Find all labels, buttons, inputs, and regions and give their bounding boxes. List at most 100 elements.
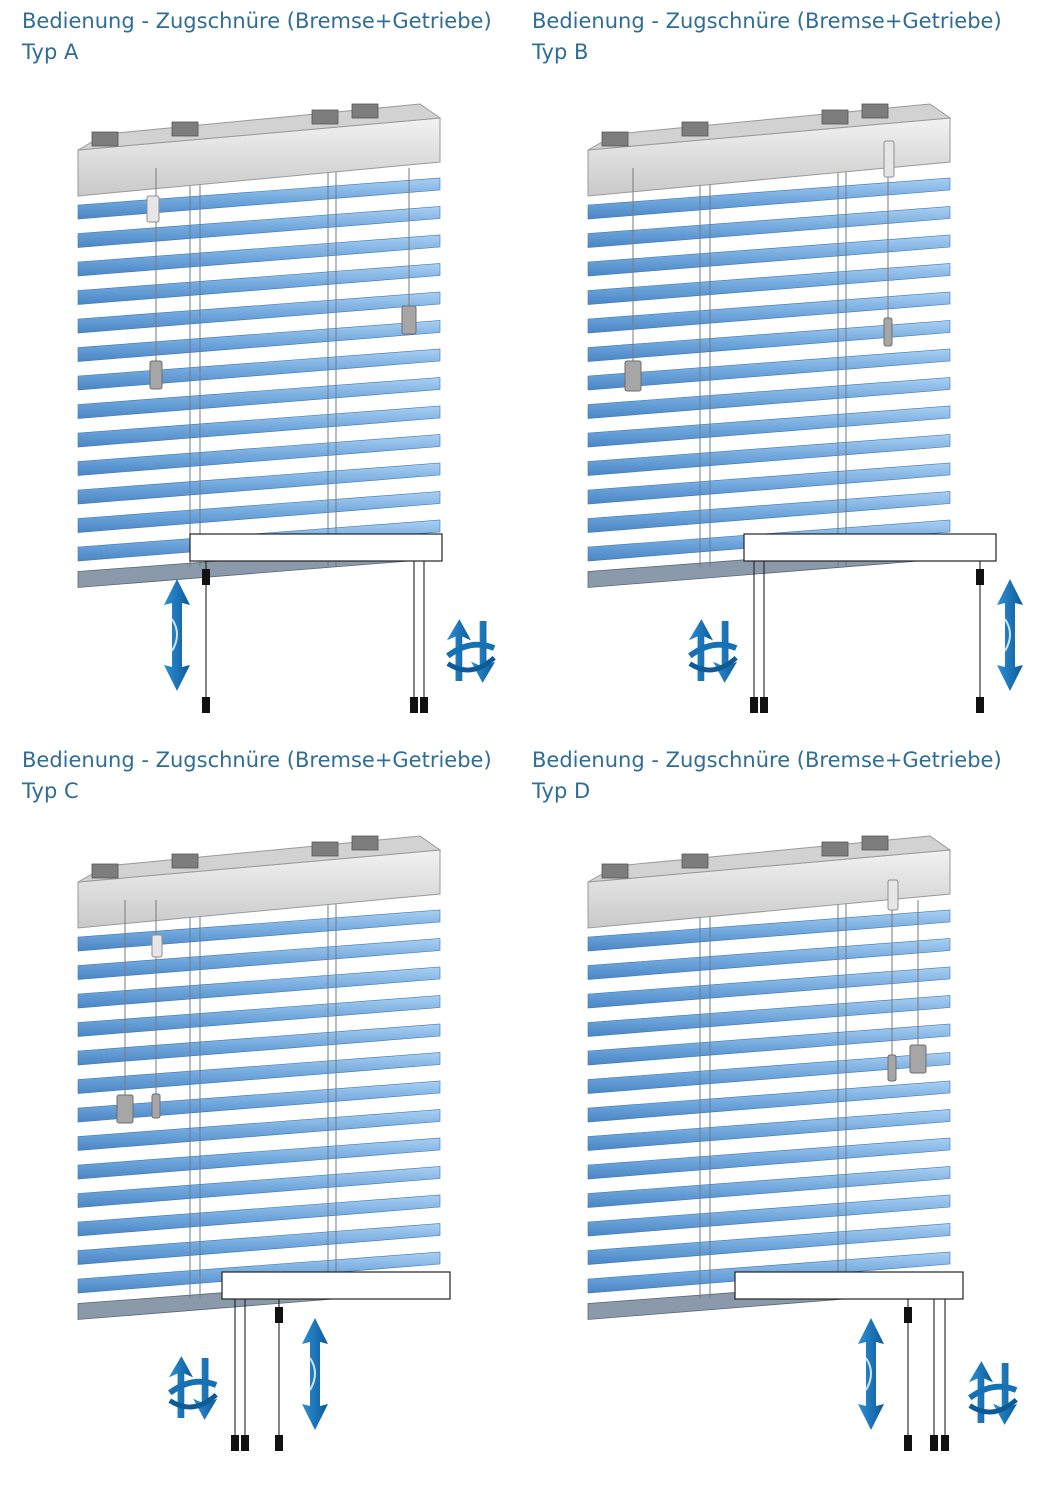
- panel-type-d: Bedienung - Zugschnüre (Bremse+Getriebe)…: [532, 745, 1050, 1485]
- cord-tassel: [904, 1435, 912, 1451]
- slat: [77, 320, 441, 362]
- panel-title: Bedienung - Zugschnüre (Bremse+Getriebe): [22, 748, 492, 772]
- cord-tassel: [420, 697, 428, 713]
- headrail-mechanism: [171, 853, 199, 869]
- lift-arrow-icon: [164, 579, 190, 691]
- venetian-blind: [77, 103, 442, 588]
- slat: [77, 434, 441, 476]
- tilt-rotate-icon: [969, 1361, 1017, 1425]
- slat: [587, 234, 951, 277]
- slat: [587, 1137, 951, 1180]
- slat: [77, 1166, 441, 1208]
- schematic-headrail: [221, 1271, 451, 1300]
- slat: [77, 966, 441, 1009]
- slat: [587, 966, 951, 1009]
- cord-holder: [146, 195, 160, 223]
- slat: [587, 206, 951, 248]
- panel-title: Bedienung - Zugschnüre (Bremse+Getriebe): [22, 9, 492, 33]
- slat: [587, 434, 951, 476]
- schematic-headrail: [743, 533, 997, 562]
- tilt-rotate-icon: [447, 619, 495, 683]
- lift-arrow-icon: [302, 1318, 328, 1430]
- slat: [587, 377, 951, 419]
- venetian-blind: [587, 103, 952, 588]
- panel-title: Bedienung - Zugschnüre (Bremse+Getriebe): [532, 9, 1002, 33]
- slat: [587, 1223, 951, 1265]
- slat: [587, 909, 951, 952]
- panel-heading: Bedienung - Zugschnüre (Bremse+Getriebe)…: [532, 745, 1002, 807]
- panel-type-label: Typ D: [532, 779, 591, 803]
- control-schematic: [689, 533, 1023, 713]
- cord-weight: [116, 1094, 134, 1124]
- panel-type-label: Typ C: [22, 779, 79, 803]
- panel-type-a: Bedienung - Zugschnüre (Bremse+Getriebe)…: [22, 6, 542, 746]
- blind-illustration: [77, 103, 542, 713]
- slat: [77, 462, 441, 505]
- headrail-mechanism: [91, 131, 119, 147]
- control-schematic: [734, 1271, 1017, 1451]
- panel-heading: Bedienung - Zugschnüre (Bremse+Getriebe)…: [22, 6, 492, 68]
- slat: [587, 1052, 951, 1094]
- slat: [77, 938, 441, 980]
- slat: [77, 234, 441, 277]
- headrail-mechanism: [861, 103, 889, 119]
- headrail-mechanism: [171, 121, 199, 137]
- headrail-mechanism: [311, 109, 339, 125]
- slat: [587, 1109, 951, 1151]
- cord-stop: [202, 569, 210, 585]
- headrail-mechanism: [681, 853, 709, 869]
- slat: [587, 995, 951, 1037]
- headrail-mechanism: [351, 835, 379, 851]
- panel-heading: Bedienung - Zugschnüre (Bremse+Getriebe)…: [22, 745, 492, 807]
- slat: [77, 405, 441, 448]
- schematic-headrail: [189, 533, 443, 562]
- cord-weight: [151, 1093, 161, 1119]
- cord-tassel: [275, 1435, 283, 1451]
- slat: [587, 177, 951, 220]
- panel-type-label: Typ A: [22, 40, 79, 64]
- cord-tassel: [941, 1435, 949, 1451]
- lift-arrow-icon: [997, 579, 1023, 691]
- cord-weight: [909, 1044, 927, 1074]
- slat: [587, 320, 951, 362]
- slat: [587, 1166, 951, 1208]
- slat: [77, 1223, 441, 1265]
- slat: [587, 405, 951, 448]
- headrail-mechanism: [861, 835, 889, 851]
- headrail-mechanism: [821, 841, 849, 857]
- slat: [587, 1194, 951, 1237]
- slat: [77, 1109, 441, 1151]
- slat: [587, 1023, 951, 1066]
- slat: [587, 938, 951, 980]
- headrail-mechanism: [351, 103, 379, 119]
- headrail-mechanism: [311, 841, 339, 857]
- cord-tassel: [202, 697, 210, 713]
- tilt-rotate-icon: [689, 619, 737, 683]
- slat: [77, 348, 441, 391]
- panel-heading: Bedienung - Zugschnüre (Bremse+Getriebe)…: [532, 6, 1002, 68]
- headrail-mechanism: [91, 863, 119, 879]
- cord-tassel: [760, 697, 768, 713]
- blind-illustration: [77, 835, 451, 1451]
- slat: [77, 263, 441, 305]
- lift-arrow-icon: [858, 1318, 884, 1430]
- cord-tassel: [231, 1435, 239, 1451]
- slat: [77, 1023, 441, 1066]
- slat: [77, 909, 441, 952]
- slat: [587, 348, 951, 391]
- slat: [77, 491, 441, 533]
- cord-weight: [401, 305, 417, 335]
- slat: [77, 206, 441, 248]
- cord-tassel: [976, 697, 984, 713]
- panel-title: Bedienung - Zugschnüre (Bremse+Getriebe): [532, 748, 1002, 772]
- headrail-mechanism: [601, 863, 629, 879]
- slat: [77, 995, 441, 1037]
- cord-weight: [887, 1054, 897, 1082]
- slat: [77, 177, 441, 220]
- venetian-blind: [587, 835, 952, 1320]
- slat: [587, 491, 951, 533]
- slat: [77, 1194, 441, 1237]
- cord-stop: [976, 569, 984, 585]
- slat: [77, 377, 441, 419]
- cord-stop: [904, 1307, 912, 1323]
